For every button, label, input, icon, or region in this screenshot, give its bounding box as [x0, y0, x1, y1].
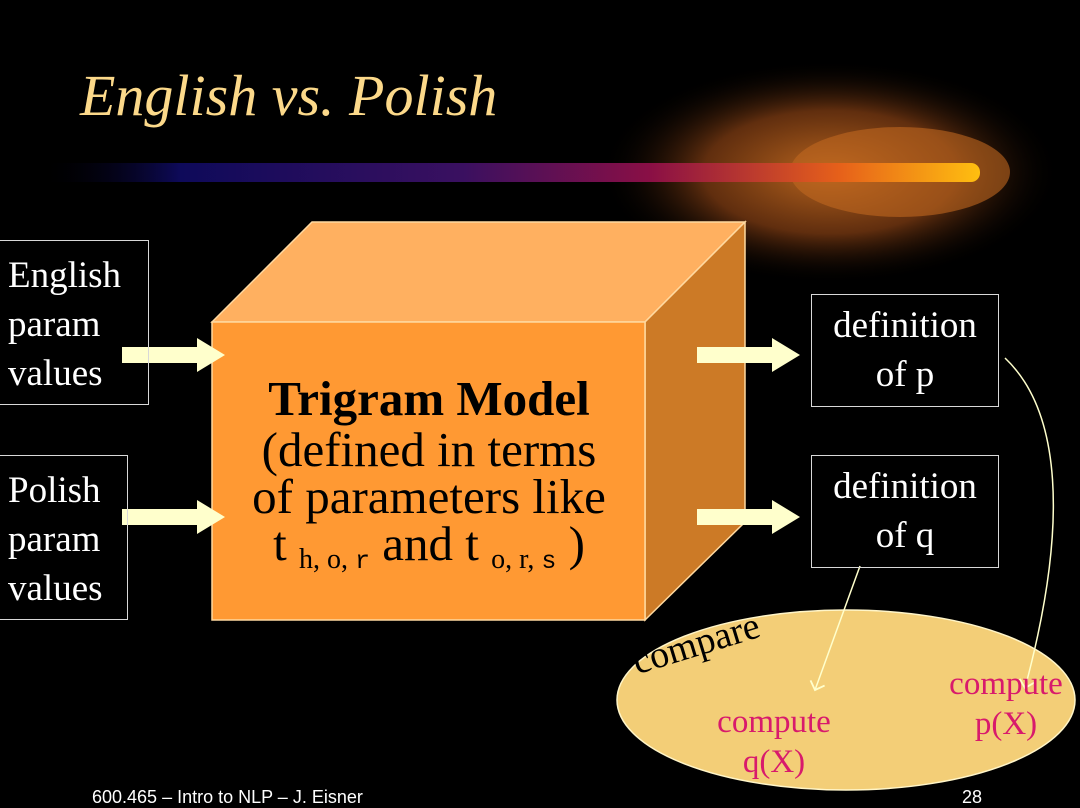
polish-line-3: values: [8, 568, 103, 609]
model-line-2: of parameters like: [252, 469, 606, 524]
compute-q-label: compute q(X): [705, 702, 843, 782]
p-arrow: [697, 338, 800, 372]
model-line-3: t h, o, r and t o, r, s ): [214, 519, 644, 585]
param1-subscript: h, o, r: [298, 544, 370, 576]
english-param-box: English param values: [0, 240, 149, 405]
compute-q-line-1: compute: [717, 704, 831, 740]
q-connector: [809, 565, 861, 692]
slide-title: English vs. Polish: [80, 63, 498, 128]
param1-sub-serif: h, o,: [298, 544, 348, 575]
title-streak: [40, 163, 980, 182]
compute-p-line-1: compute: [949, 666, 1063, 702]
cube-front-face: [211, 321, 646, 621]
param1-sub-mono: r: [354, 547, 370, 576]
param2-subscript: o, r, s: [491, 544, 557, 576]
english-line-1: English: [8, 255, 122, 296]
model-title: Trigram Model: [268, 371, 590, 426]
english-line-3: values: [8, 353, 103, 394]
def-q-line-2: of q: [875, 515, 935, 556]
english-arrow: [122, 338, 225, 372]
trigram-model-label: Trigram Model (defined in terms of param…: [214, 372, 644, 585]
compute-q-line-2: q(X): [742, 744, 806, 780]
q-arrow: [697, 500, 800, 534]
compare-ellipse: [616, 609, 1076, 791]
english-line-2: param: [8, 304, 101, 345]
compute-p-label: compute p(X): [936, 664, 1076, 744]
polish-arrow: [122, 500, 225, 534]
def-p-line-1: definition: [833, 305, 977, 346]
def-p-line-2: of p: [875, 354, 935, 395]
page-number: 28: [962, 787, 983, 807]
definition-p-box: definition of p: [811, 294, 999, 407]
p-connector: [1004, 357, 1055, 690]
compute-p-line-2: p(X): [974, 706, 1038, 742]
model-line-1: (defined in terms: [261, 422, 597, 477]
footer-course: 600.465 – Intro to NLP – J. Eisner: [92, 787, 363, 807]
param-closing: ): [568, 516, 585, 571]
def-q-line-1: definition: [833, 466, 977, 507]
param2-sub-mono: s: [541, 547, 557, 576]
polish-line-1: Polish: [8, 470, 101, 511]
polish-line-2: param: [8, 519, 101, 560]
param2-sub-serif: o, r,: [491, 544, 535, 575]
param1-base: t: [273, 516, 287, 571]
polish-param-box: Polish param values: [0, 455, 128, 620]
definition-q-box: definition of q: [811, 455, 999, 568]
param-connector: and t: [382, 516, 479, 571]
